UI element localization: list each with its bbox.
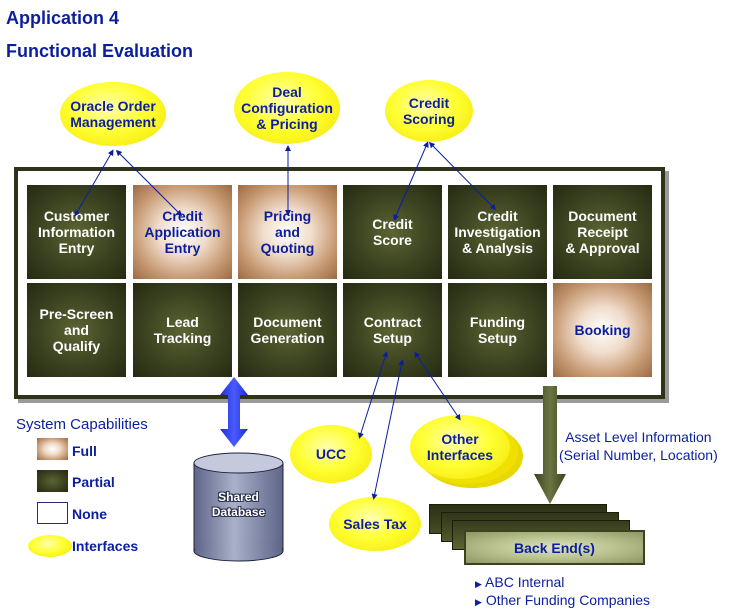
back-end-item: ▶ Other Funding Companies [475,592,650,608]
legend-label-full: Full [72,443,97,459]
tile-label: Funding Setup [469,314,526,346]
interface-label: Oracle Order Management [70,98,156,130]
tile-credit-application-entry[interactable]: Credit Application Entry [133,185,232,279]
back-end-box[interactable]: Back End(s) [464,530,645,565]
interface-other-interfaces[interactable]: Other Interfaces [410,415,510,479]
tile-label: Credit Investigation & Analysis [454,208,541,256]
shared-database-cylinder[interactable] [193,452,284,562]
tile-label: Contract Setup [363,314,422,346]
back-end-label: Back End(s) [514,539,595,556]
legend-label-interfaces: Interfaces [72,538,139,554]
interface-label: Other Interfaces [426,431,494,463]
connector-contract-ucc [358,351,388,439]
interface-deal-configuration-pricing[interactable]: Deal Configuration & Pricing [234,72,340,144]
tile-label: Lead Tracking [153,314,212,346]
back-end-item-label: ABC Internal [485,574,565,590]
bullet-arrow-icon: ▶ [475,579,482,589]
tile-document-receipt-approval[interactable]: Document Receipt & Approval [553,185,652,279]
page-subtitle: Functional Evaluation [6,41,194,61]
asset-level-note: Asset Level Information (Serial Number, … [559,429,718,463]
bullet-arrow-icon: ▶ [475,597,482,607]
tile-funding-setup[interactable]: Funding Setup [448,283,547,377]
tile-label: Pricing and Quoting [260,208,315,256]
legend-label-partial: Partial [72,474,115,490]
legend-swatch-partial [37,470,68,492]
back-end-item: ▶ ABC Internal [475,574,564,590]
database-link-arrow [220,377,248,447]
tile-lead-tracking[interactable]: Lead Tracking [133,283,232,377]
connector-contract-other [414,351,461,421]
tile-label: Customer Information Entry [38,208,115,256]
tile-label: Credit Application Entry [144,208,221,256]
interface-oracle-order-management[interactable]: Oracle Order Management [60,82,166,146]
page-title: Application 4 [6,8,120,28]
legend-title: System Capabilities [16,416,148,433]
connector-scoring-investigation [428,141,497,211]
connector-contract-sales-tax [371,359,405,500]
tile-label: Document Generation [250,314,325,346]
tile-label: Document Receipt & Approval [565,208,640,256]
interface-label: Credit Scoring [402,95,456,127]
interface-label: Sales Tax [343,516,407,532]
connector-oracle-credit-application [115,149,183,217]
legend-swatch-none [37,502,68,524]
legend-swatch-interfaces [28,535,72,557]
interface-credit-scoring[interactable]: Credit Scoring [385,80,473,142]
interface-label: UCC [315,446,347,462]
interface-label: Deal Configuration & Pricing [241,84,333,132]
interface-sales-tax[interactable]: Sales Tax [329,497,421,551]
tile-document-generation[interactable]: Document Generation [238,283,337,377]
tile-label: Pre-Screen and Qualify [39,306,114,354]
asset-flow-arrow [534,386,566,504]
legend-label-none: None [72,506,107,522]
back-end-item-label: Other Funding Companies [485,592,651,608]
tile-booking[interactable]: Booking [553,283,652,377]
legend-swatch-full [37,438,68,460]
connector-oracle-customer [74,149,114,217]
shared-database-label: Shared Database [211,490,266,519]
tile-label: Booking [574,322,631,338]
tile-pre-screen-qualify[interactable]: Pre-Screen and Qualify [27,283,126,377]
connector-scoring-score [393,141,429,221]
